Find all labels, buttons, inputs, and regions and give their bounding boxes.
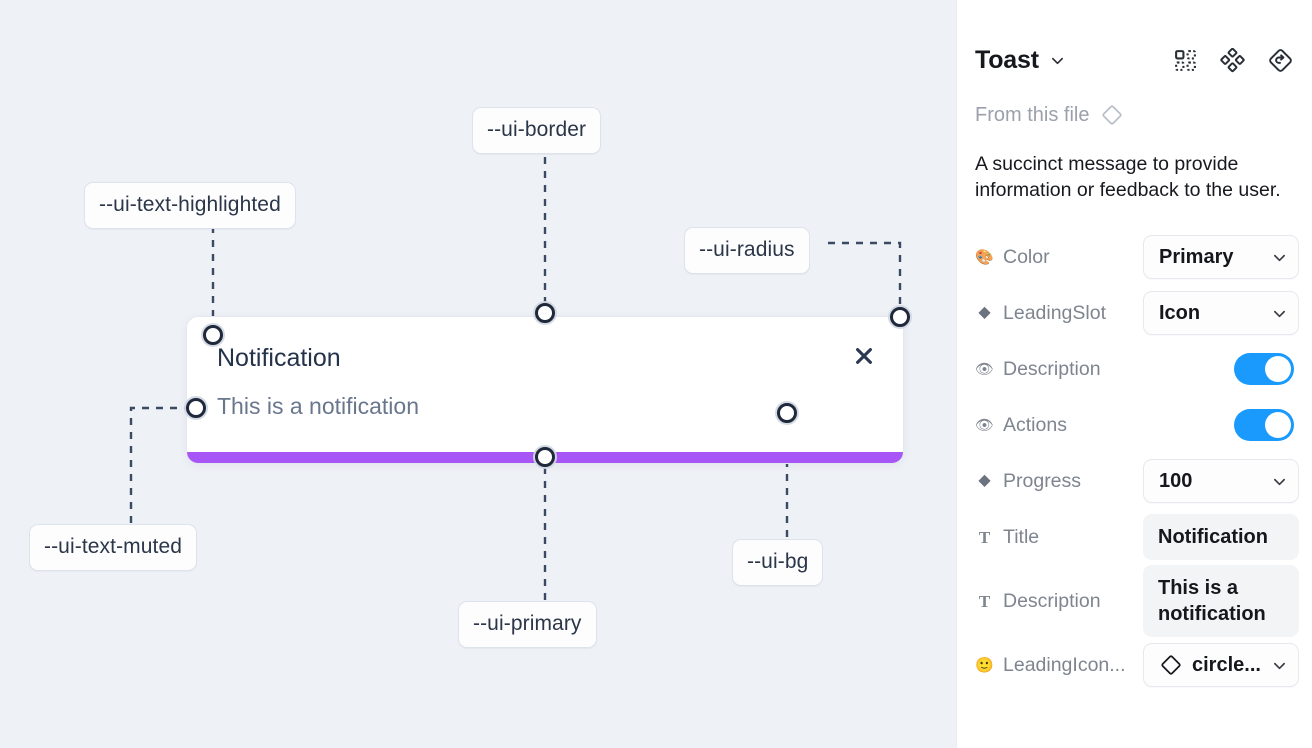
anchor-handle-text-muted[interactable] [186, 398, 206, 418]
toast-description: This is a notification [217, 392, 419, 419]
diamond-filled-icon: ◆ [978, 472, 991, 490]
eye-emoji-icon: 👁 [975, 360, 995, 378]
chevron-down-icon [1272, 250, 1287, 265]
property-name: Actions [1003, 413, 1067, 436]
property-list: 🎨 Color Primary [975, 229, 1299, 693]
component-grid-icon[interactable] [1173, 48, 1198, 73]
panel-toolbar [1173, 47, 1294, 74]
anchor-handle-text-highlighted[interactable] [203, 325, 223, 345]
design-canvas[interactable]: --ui-text-highlighted --ui-border --ui-r… [0, 0, 956, 748]
anchor-handle-border[interactable] [535, 303, 555, 323]
property-name: Title [1003, 525, 1040, 548]
color-select[interactable]: Primary [1143, 235, 1299, 280]
token-chip-ui-primary[interactable]: --ui-primary [458, 601, 597, 648]
properties-panel: Toast [956, 0, 1312, 748]
text-t-icon: T [978, 591, 991, 611]
diamond-icon [1100, 103, 1124, 127]
property-label-leading-slot: ◆ LeadingSlot [975, 302, 1143, 325]
property-control: This is a notification [1143, 565, 1299, 638]
chevron-down-icon [1272, 474, 1287, 489]
leading-icon-select[interactable]: circle... [1143, 643, 1299, 688]
token-chip-ui-radius[interactable]: --ui-radius [684, 227, 810, 274]
actions-toggle[interactable] [1234, 409, 1294, 442]
wire-ui-radius [828, 241, 902, 317]
property-name: LeadingSlot [1003, 301, 1107, 324]
anchor-handle-primary[interactable] [535, 447, 555, 467]
property-row-leading-slot: ◆ LeadingSlot Icon [975, 285, 1299, 341]
property-label-title: T Title [975, 526, 1143, 549]
property-control: circle... [1143, 643, 1299, 688]
property-control [1234, 409, 1294, 442]
palette-emoji-icon: 🎨 [975, 248, 994, 266]
leading-slot-select[interactable]: Icon [1143, 291, 1299, 336]
property-name: Description [1003, 357, 1101, 380]
toast-body: Notification This is a notification [187, 317, 903, 419]
property-name: Description [1003, 589, 1101, 612]
property-row-leading-icon: 🙂 LeadingIcon... circle... [975, 637, 1299, 693]
title-input-value: Notification [1158, 526, 1268, 549]
from-this-file-label: From this file [975, 103, 1090, 126]
property-row-description-visibility: 👁 Description [975, 341, 1294, 397]
color-select-value: Primary [1159, 245, 1234, 268]
property-label-description-text: T Description [975, 590, 1143, 613]
toggle-knob [1265, 412, 1291, 439]
property-control: Primary [1143, 235, 1299, 280]
diamond-outline-icon [1159, 653, 1183, 677]
panel-title: Toast [975, 45, 1039, 74]
chevron-down-icon[interactable] [1050, 53, 1065, 68]
chevron-down-icon [1272, 306, 1287, 321]
description-input[interactable]: This is a notification [1143, 565, 1299, 638]
property-name: Progress [1003, 469, 1082, 492]
token-chip-ui-text-muted[interactable]: --ui-text-muted [29, 524, 198, 571]
property-row-description-text: T Description This is a notification [975, 565, 1299, 638]
property-label-progress: ◆ Progress [975, 470, 1143, 493]
property-row-color: 🎨 Color Primary [975, 229, 1299, 285]
property-control [1234, 353, 1294, 386]
chevron-down-icon [1272, 658, 1287, 673]
property-control: Icon [1143, 291, 1299, 336]
token-chip-ui-text-highlighted[interactable]: --ui-text-highlighted [84, 182, 296, 229]
toast-title: Notification [217, 344, 341, 372]
close-icon[interactable] [851, 343, 877, 369]
anchor-handle-radius[interactable] [890, 307, 910, 327]
property-control: 100 [1143, 459, 1299, 504]
title-input[interactable]: Notification [1143, 514, 1299, 561]
property-name: LeadingIcon... [1003, 653, 1126, 676]
property-label-leading-icon: 🙂 LeadingIcon... [975, 654, 1143, 677]
smiley-emoji-icon: 🙂 [975, 656, 994, 674]
property-row-progress: ◆ Progress 100 [975, 453, 1299, 509]
property-label-description-visibility: 👁 Description [975, 358, 1143, 381]
anchor-handle-bg[interactable] [777, 403, 797, 423]
progress-select[interactable]: 100 [1143, 459, 1299, 504]
from-this-file-row[interactable]: From this file [975, 100, 1294, 130]
property-control: Notification [1143, 514, 1299, 561]
progress-select-value: 100 [1159, 469, 1193, 492]
toast-component-preview[interactable]: Notification This is a notification [186, 316, 904, 464]
property-row-title: T Title Notification [975, 509, 1299, 565]
property-label-actions-visibility: 👁 Actions [975, 414, 1143, 437]
eye-emoji-icon: 👁 [975, 416, 995, 434]
token-chip-ui-bg[interactable]: --ui-bg [732, 539, 824, 586]
component-description: A succinct message to provide informatio… [975, 153, 1281, 201]
property-row-actions-visibility: 👁 Actions [975, 397, 1294, 453]
description-toggle[interactable] [1234, 353, 1294, 386]
text-t-icon: T [978, 527, 991, 547]
leading-slot-select-value: Icon [1159, 301, 1201, 324]
property-name: Color [1003, 245, 1050, 268]
diamond-filled-icon: ◆ [978, 304, 991, 322]
toggle-knob [1265, 356, 1291, 383]
token-chip-ui-border[interactable]: --ui-border [472, 107, 602, 154]
leading-icon-select-value: circle... [1192, 653, 1261, 676]
panel-header: Toast [975, 32, 1294, 88]
property-label-color: 🎨 Color [975, 246, 1143, 269]
reset-instance-icon[interactable] [1267, 47, 1294, 74]
variants-cluster-icon[interactable] [1220, 47, 1245, 73]
description-input-value: This is a notification [1158, 577, 1266, 626]
